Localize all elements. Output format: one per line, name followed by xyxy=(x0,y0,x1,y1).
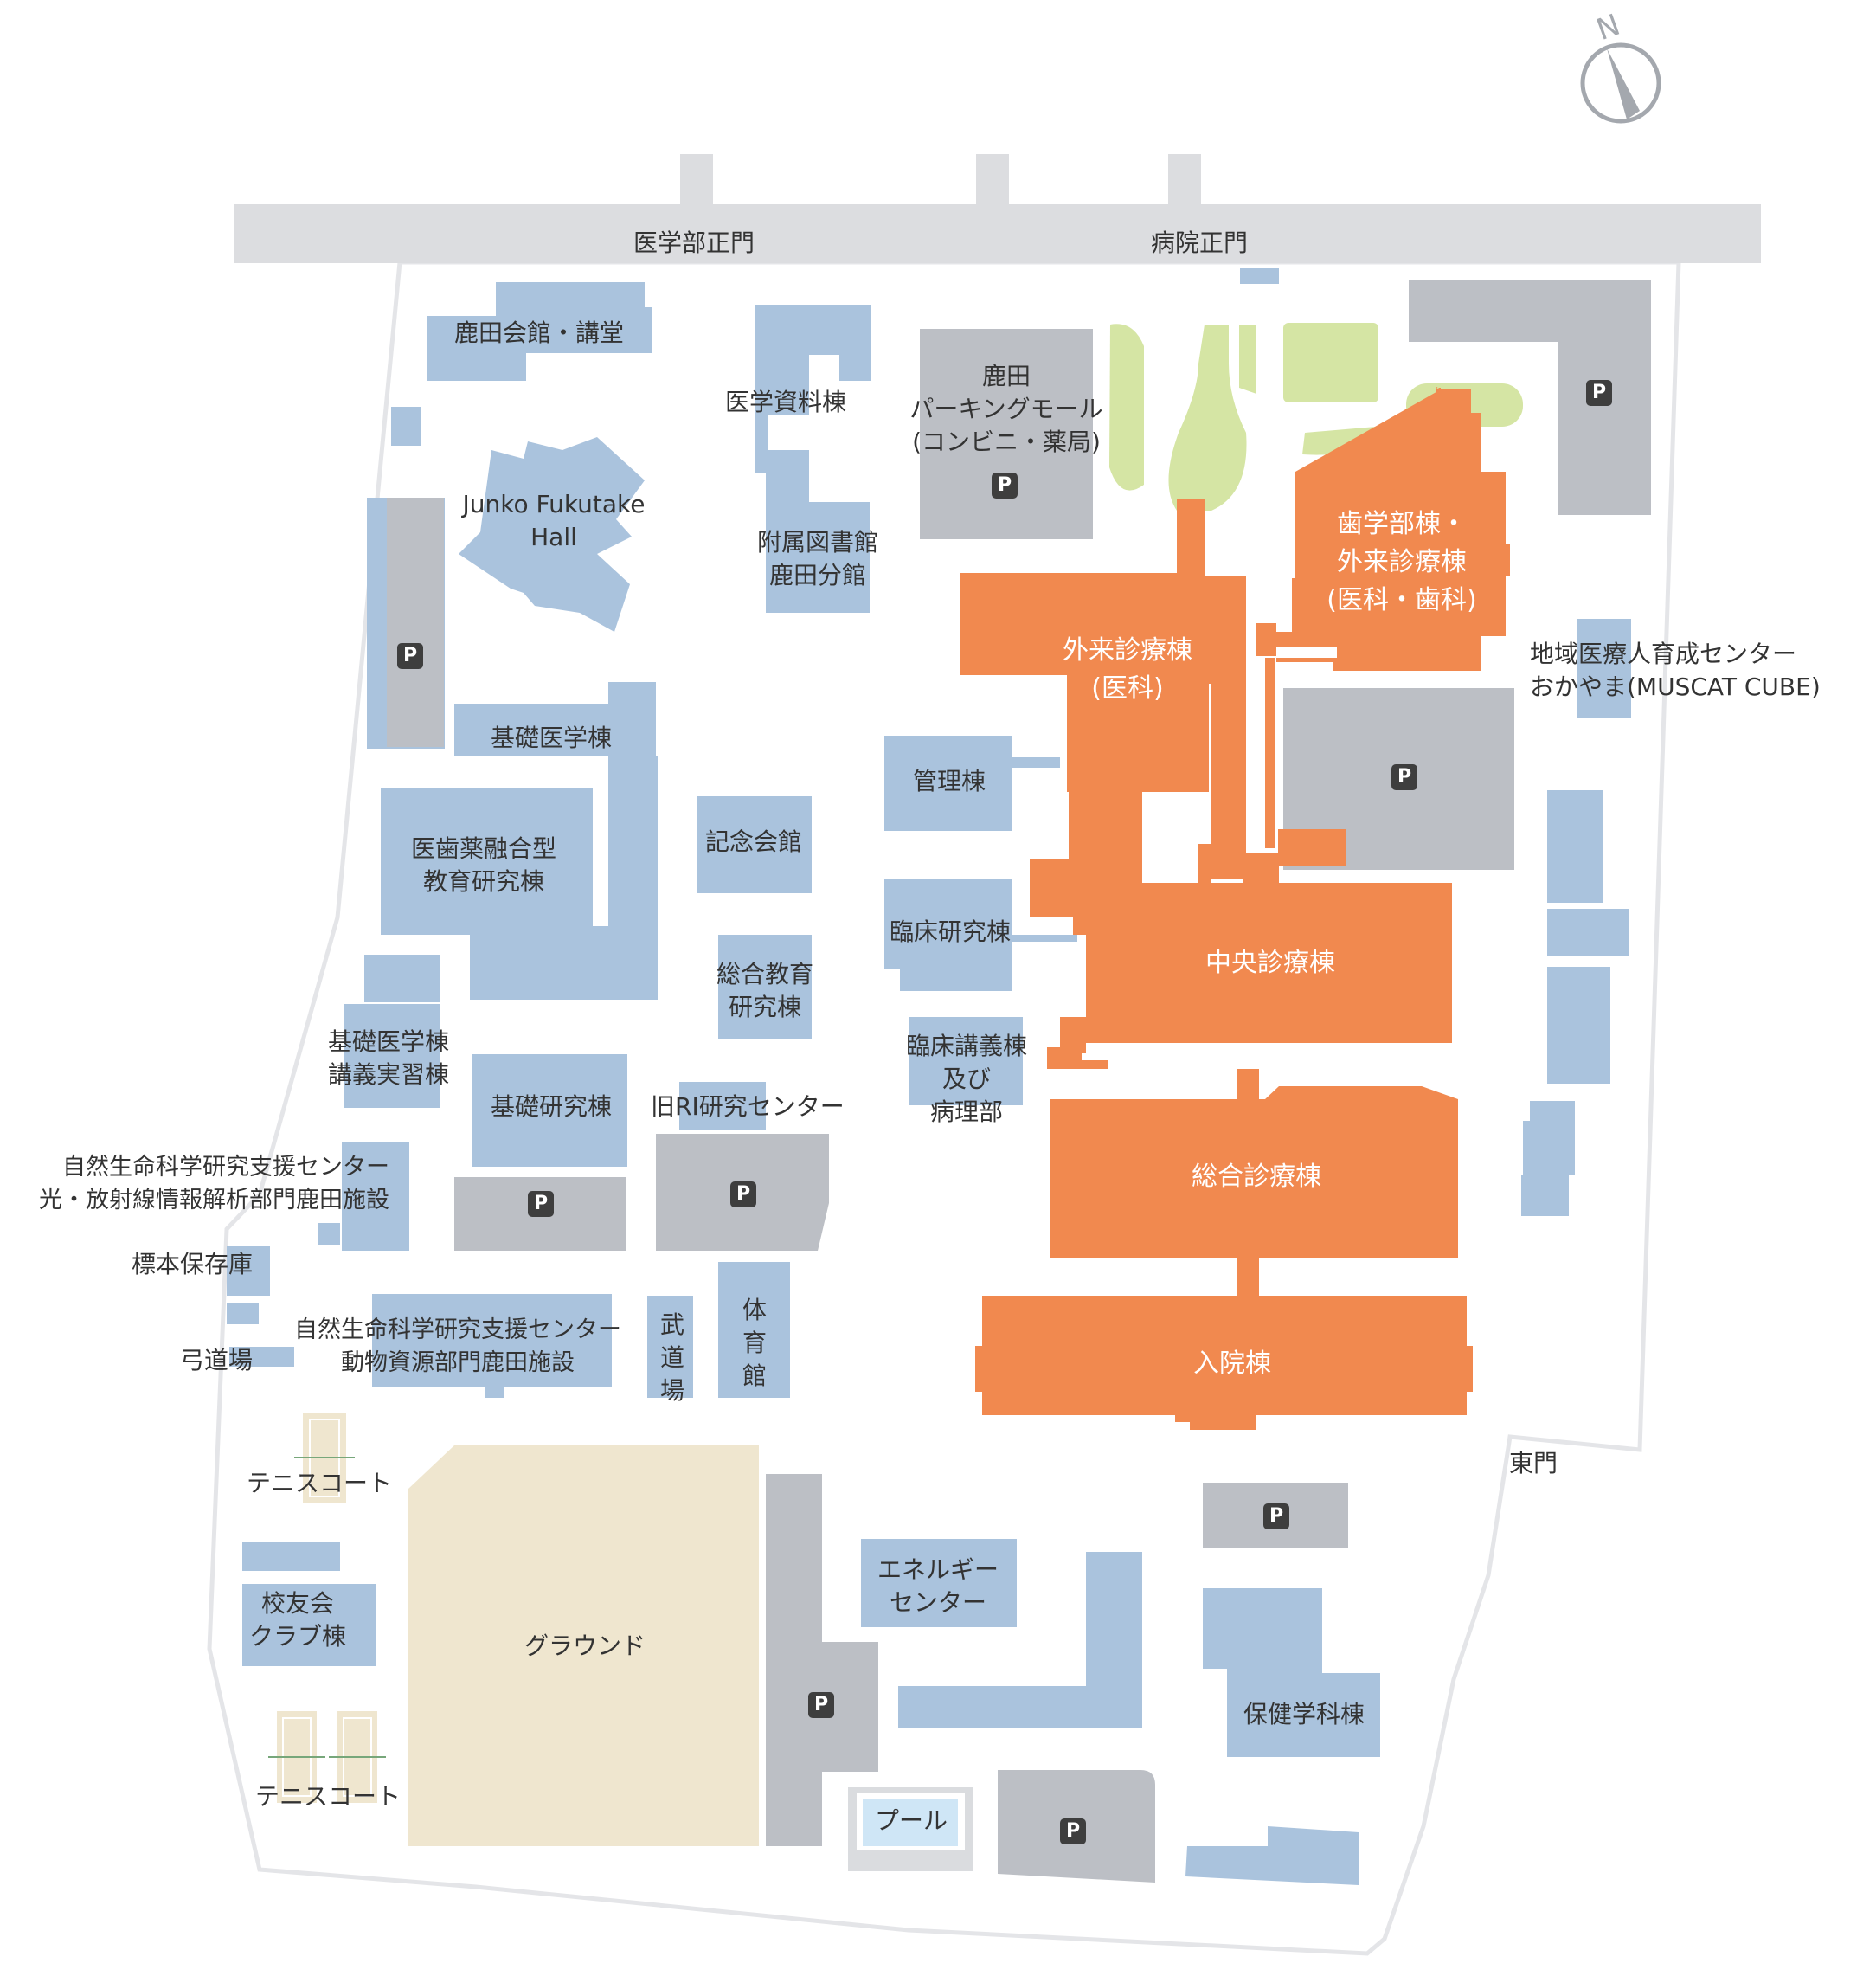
building-general-label[interactable]: 総合診療棟 xyxy=(1192,1162,1321,1192)
parking-icon: P xyxy=(730,1181,756,1207)
pool-label[interactable]: プール xyxy=(874,1806,948,1835)
parking-icon: P xyxy=(1586,380,1612,406)
parking-icon: P xyxy=(528,1191,554,1217)
building-shiryo-label[interactable]: 医学資料棟 xyxy=(724,388,847,416)
building-taiiku-label[interactable]: 体育館 xyxy=(742,1296,767,1390)
gate-medical-label: 医学部正門 xyxy=(633,228,755,257)
building-outpatient-label[interactable]: 外来診療棟 (医科) xyxy=(1063,635,1192,704)
parking-icon: P xyxy=(397,643,423,669)
building-koyukai-label[interactable]: 校友会 クラブ棟 xyxy=(248,1589,347,1651)
gate-east-label: 東門 xyxy=(1508,1449,1558,1477)
north-road xyxy=(234,154,1761,263)
hospital-complex[interactable] xyxy=(960,385,1510,1430)
campus-boundary xyxy=(207,260,1681,1956)
building-junko-label[interactable]: Junko Fukutake Hall xyxy=(462,490,646,551)
building-budo-label[interactable]: 武道場 xyxy=(659,1310,684,1405)
building-muscat-label[interactable]: 地域医療人育成センター おかやま(MUSCAT CUBE) xyxy=(1530,640,1821,701)
tennis-court-1-label[interactable]: テニスコート xyxy=(246,1469,393,1497)
building-kaikan-label[interactable]: 鹿田会館・講堂 xyxy=(453,319,625,347)
building-rinsho-label[interactable]: 臨床研究棟 xyxy=(889,917,1012,946)
building-kinen-label[interactable]: 記念会館 xyxy=(704,827,803,856)
parking-icon: P xyxy=(1263,1503,1289,1529)
building-sogokyoiku-label[interactable]: 総合教育 研究棟 xyxy=(716,960,814,1021)
gate-hospital-label: 病院正門 xyxy=(1150,228,1249,257)
parking-icon: P xyxy=(1060,1818,1086,1844)
building-inpatient-label[interactable]: 入院棟 xyxy=(1193,1348,1271,1379)
building-ri-label[interactable]: 旧RI研究センター xyxy=(651,1092,845,1121)
compass xyxy=(1580,42,1661,124)
building-central-label[interactable]: 中央診療棟 xyxy=(1205,948,1335,978)
pool-area xyxy=(848,1787,973,1871)
building-kisokenkyu-label[interactable]: 基礎研究棟 xyxy=(490,1092,613,1121)
parking-icon: P xyxy=(808,1692,834,1718)
ground-label[interactable]: グラウンド xyxy=(524,1632,646,1660)
building-library-label[interactable]: 附属図書館 鹿田分館 xyxy=(756,528,879,589)
building-dental-label[interactable]: 歯学部棟・ 外来診療棟 (医科・歯科) xyxy=(1327,509,1477,615)
building-kiso-label[interactable]: 基礎医学棟 xyxy=(490,724,613,752)
building-kyudo-label[interactable]: 弓道場 xyxy=(179,1346,253,1374)
sports-ground xyxy=(408,1445,759,1846)
building-mall-label[interactable]: 鹿田 パーキングモール (コンビニ・薬局) xyxy=(909,362,1103,456)
building-ishiyaku-label[interactable]: 医歯薬融合型 教育研究棟 xyxy=(410,834,557,896)
building-dobutsu-label[interactable]: 自然生命科学研究支援センター 動物資源部門鹿田施設 xyxy=(294,1316,621,1376)
tennis-court-lines xyxy=(268,1419,386,1797)
building-energy-label[interactable]: エネルギー センター xyxy=(877,1555,999,1617)
parking-icon: P xyxy=(1391,764,1417,790)
building-kanri-label[interactable]: 管理棟 xyxy=(912,767,986,795)
building-kogi-label[interactable]: 基礎医学棟 講義実習棟 xyxy=(327,1027,450,1089)
tennis-court-2-label[interactable]: テニスコート xyxy=(254,1782,402,1811)
building-hyohon-label[interactable]: 標本保存庫 xyxy=(131,1250,253,1278)
building-hikari-label[interactable]: 自然生命科学研究支援センター 光・放射線情報解析部門鹿田施設 xyxy=(39,1154,389,1213)
parking-icon: P xyxy=(992,473,1018,499)
building-rinshokogi-label[interactable]: 臨床講義棟 及び 病理部 xyxy=(905,1032,1028,1126)
building-hoken-label[interactable]: 保健学科棟 xyxy=(1243,1700,1365,1728)
